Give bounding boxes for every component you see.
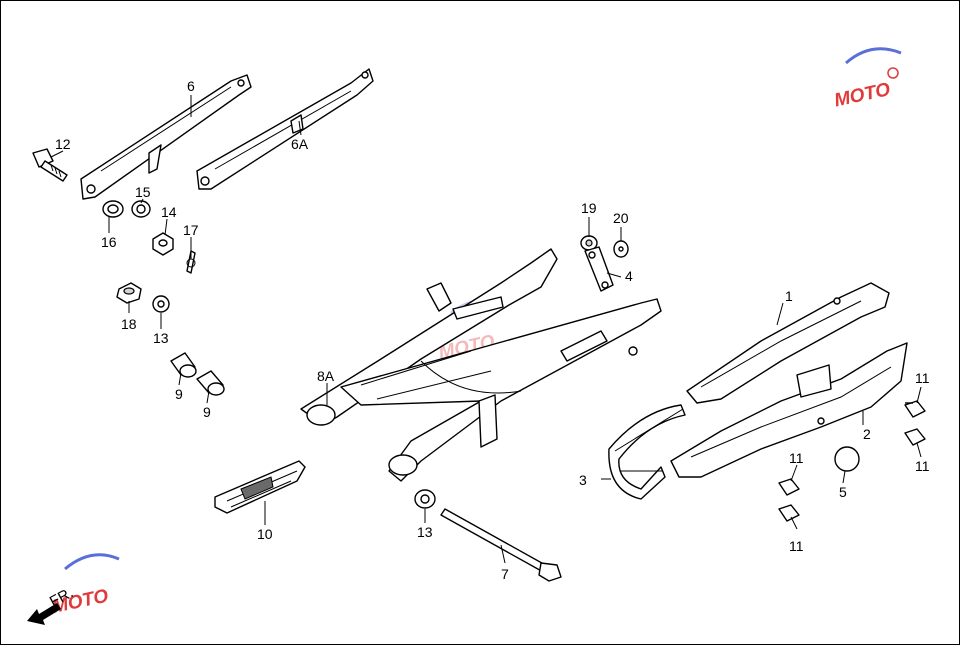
callout-11-c: 11 [789,450,804,466]
part-9-collar-a [170,352,197,378]
callout-labels: 1 2 3 4 5 6 6A 7 8A 9 9 10 11 11 11 11 1… [55,78,930,582]
part-20-washer [613,240,629,258]
callout-14: 14 [161,204,177,220]
callout-13-a: 13 [153,330,169,346]
part-11-bolt-c [778,478,800,496]
callout-9-b: 9 [203,404,211,420]
callout-1: 1 [785,288,793,304]
callout-10: 10 [257,526,273,542]
callout-18: 18 [121,316,137,332]
part-4-chain-adjuster [584,246,614,292]
part-12-bolt [32,148,68,182]
part-2-lower-chain-case [670,342,908,478]
callout-13-b: 13 [417,524,433,540]
callout-6a: 6A [291,136,309,152]
callout-2: 2 [863,426,871,442]
callout-11-a: 11 [915,370,930,386]
part-3-drive-chain [608,404,686,500]
part-5-cap [834,446,860,472]
callout-7: 7 [501,566,509,582]
part-15-washer [131,200,151,218]
callout-4: 4 [625,268,633,284]
part-7-pivot-bolt [440,508,562,582]
part-11-bolt-b [904,428,926,446]
part-8a-swingarm [300,248,662,482]
part-6a-rear-bracket [196,68,374,190]
part-16-spring-washer [102,200,124,218]
callout-15: 15 [135,184,151,200]
callout-9-a: 9 [175,386,183,402]
callout-12: 12 [55,136,71,152]
callout-5: 5 [839,484,847,500]
callout-11-b: 11 [915,458,930,474]
part-14-nut [152,232,174,256]
part-13-washer-upper [152,295,170,313]
callout-8a: 8A [317,368,335,384]
part-1-upper-chain-case [686,282,890,404]
leader-lines [50,95,922,564]
watermark-logo-bottom: MOTO [50,553,120,618]
svg-text:MOTO: MOTO [832,79,892,111]
part-6-rear-bracket [80,74,252,200]
callout-19: 19 [581,200,597,216]
part-10-chain-slider [214,460,306,514]
part-18-nut [116,282,142,304]
callout-16: 16 [101,234,117,250]
callout-11-d: 11 [789,538,804,554]
callout-6: 6 [187,78,195,94]
callout-17: 17 [183,222,199,238]
callout-20: 20 [613,210,629,226]
part-13-washer-lower [414,489,436,509]
part-11-bolt-d [778,504,800,522]
callout-3: 3 [579,472,587,488]
part-9-collar-b [196,370,225,396]
watermark-logo-top: MOTO [832,47,902,111]
part-11-bolt-a [904,400,926,418]
